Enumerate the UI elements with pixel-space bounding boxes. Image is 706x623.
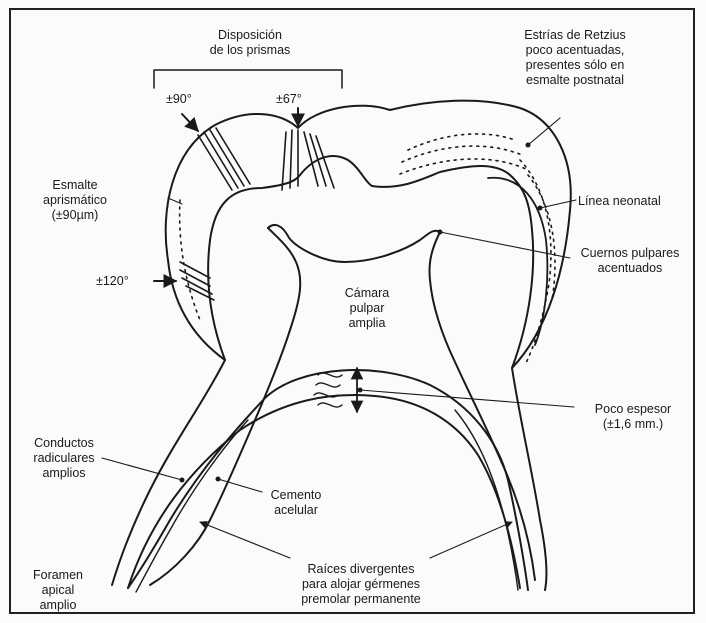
label-angle-120: ±120°: [96, 274, 129, 289]
dentin-outline: [208, 156, 533, 368]
arrow-90: [182, 114, 198, 131]
furcation-outer: [265, 370, 528, 590]
label-cuernos: Cuernos pulpares acentuados: [568, 246, 692, 276]
canal-left: [136, 420, 248, 592]
label-esmalte: Esmalte aprismático (±90µm): [20, 178, 130, 223]
prism-bands-67: [282, 130, 334, 190]
prism-bands-90: [198, 128, 250, 190]
label-foramen: Foramen apical amplio: [18, 568, 98, 613]
label-estrias: Estrías de Retzius poco acentuadas, pres…: [480, 28, 670, 88]
label-raices: Raíces divergentes para alojar gérmenes …: [276, 562, 446, 607]
label-camara: Cámara pulpar amplia: [322, 286, 412, 331]
root-right-outer: [512, 368, 546, 590]
label-angle-67: ±67°: [276, 92, 302, 107]
label-conductos: Conductos radiculares amplios: [14, 436, 114, 481]
label-linea-neonatal: Línea neonatal: [578, 194, 661, 209]
label-cemento: Cemento acelular: [246, 488, 346, 518]
wavy-cementum: [314, 373, 342, 407]
prism-bracket: [154, 70, 342, 88]
root-left-outer: [112, 360, 225, 585]
label-angle-90: ±90°: [166, 92, 192, 107]
label-disposicion: Disposición de los prismas: [180, 28, 320, 58]
neonatal-line: [488, 178, 547, 345]
label-espesor: Poco espesor (±1,6 mm.): [578, 402, 688, 432]
